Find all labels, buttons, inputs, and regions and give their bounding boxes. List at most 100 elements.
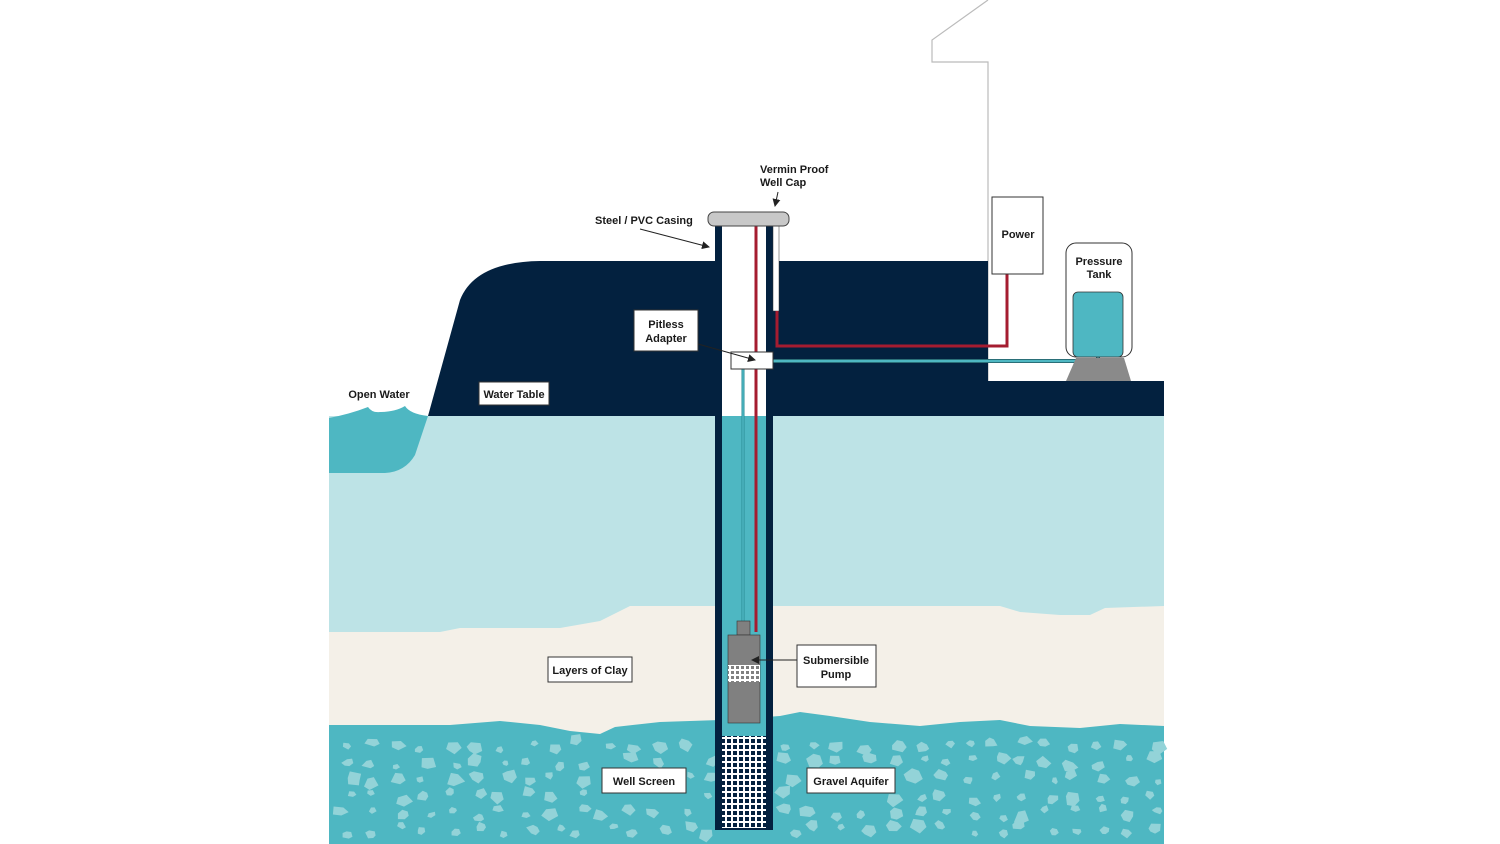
gravel-stone [341,758,354,767]
gravel-stone [475,788,488,799]
pitless-label-1: Pitless [648,319,683,331]
pump-motor-top [736,620,751,636]
gravel-stone [1016,793,1026,802]
gravel-stone [495,746,504,754]
tank-base [1066,358,1131,381]
gravel-stone [417,827,426,835]
gravel-stone [446,742,462,755]
gravel-stone [1047,795,1059,805]
gravel-stone [776,752,791,764]
gravel-stone [1037,738,1051,747]
gravel-stone [969,811,981,821]
gravel-label-box [806,767,896,794]
pressure-tank-label-1: Pressure [1075,256,1122,268]
gravel-stone [545,772,553,780]
gravel-stone [785,774,802,788]
gravel-stone [945,740,955,749]
gravel-stone [605,743,617,750]
gravel-stone [502,760,509,766]
gravel-stone [809,742,820,750]
open-water-label: Open Water [348,389,410,401]
gravel-stone [971,830,979,837]
gravel-stone [1064,768,1077,781]
gravel-stone [886,794,904,808]
gravel-stone [862,751,877,764]
gravel-stone [856,810,866,820]
casing-arrow [639,228,710,250]
gravel-stone [626,744,642,755]
pump-intake [728,665,760,682]
pitless-label-2: Adapter [645,333,687,345]
gravel-stone [364,738,380,747]
gravel-stone [1013,810,1029,824]
gravel-stone [652,741,669,754]
gravel-stone [1148,823,1161,834]
gravel-stone [703,772,719,782]
gravel-stone [659,824,672,835]
gravel-stone [1120,809,1134,823]
gravel-stone [909,818,927,834]
gravel-stone [525,777,536,786]
well-screen [722,736,766,828]
gravel-stone [998,829,1009,839]
gravel-stone [993,793,1001,802]
gravel-stone [609,823,619,830]
well-cap [707,211,790,227]
gravel-stone [799,805,816,817]
gravel-stone [1051,777,1058,785]
gravel-stone [1146,751,1163,764]
power-label: Power [1001,229,1035,241]
gravel-stone [699,829,713,843]
gravel-stone [996,752,1012,765]
pressure-tank-label-2: Tank [1087,269,1113,281]
gravel-stone [364,777,379,790]
gravel-stone [1024,769,1035,780]
gravel-stone [342,742,352,750]
gravel-stone [837,823,845,831]
vermin-cap-label-2: Well Cap [760,177,807,189]
gravel-stone [920,755,929,762]
gravel-stone [417,790,429,801]
gravel-stone [466,742,483,755]
gravel-stone [1099,826,1110,835]
gravel-stone [1012,756,1025,766]
gravel-stone [940,758,951,766]
gravel-stone [646,808,660,819]
gravel-stone [447,772,466,787]
gravel-stone [1145,790,1155,800]
gravel-stone [621,804,636,816]
vermin-cap-label-1: Vermin Proof [760,164,829,176]
power-wire-to-house [775,274,1009,348]
gravel-stone [476,821,486,832]
gravel-stone [1061,759,1079,772]
gravel-stone [541,808,559,822]
gravel-stone [780,744,790,751]
gravel-stone [557,824,566,832]
conduit [772,225,780,312]
gravel-stone [555,761,565,772]
gravel-stone [1049,828,1059,836]
gravel-stone [942,809,951,816]
water-table-label: Water Table [483,389,544,401]
gravel-stone [445,787,454,796]
gravel-stone [490,791,504,805]
gravel-stone [1017,736,1033,745]
gravel-stone [332,806,349,816]
clay-label: Layers of Clay [552,665,628,677]
screen-label-box [601,767,687,794]
gravel-stone [890,807,904,820]
gravel-stone [521,812,531,818]
gravel-stone [347,791,357,797]
gravel-stone [570,734,582,746]
well-screen-label: Well Screen [613,776,675,788]
gravel-stone [1098,803,1107,813]
open-water [329,406,428,473]
gravel-stone [1065,791,1080,807]
gravel-stone [347,771,362,786]
gravel-stone [569,830,580,839]
gravel-stone [806,753,823,768]
gravel-stone [576,776,591,789]
gravel-stone [963,776,973,785]
gravel-stone [499,830,508,838]
